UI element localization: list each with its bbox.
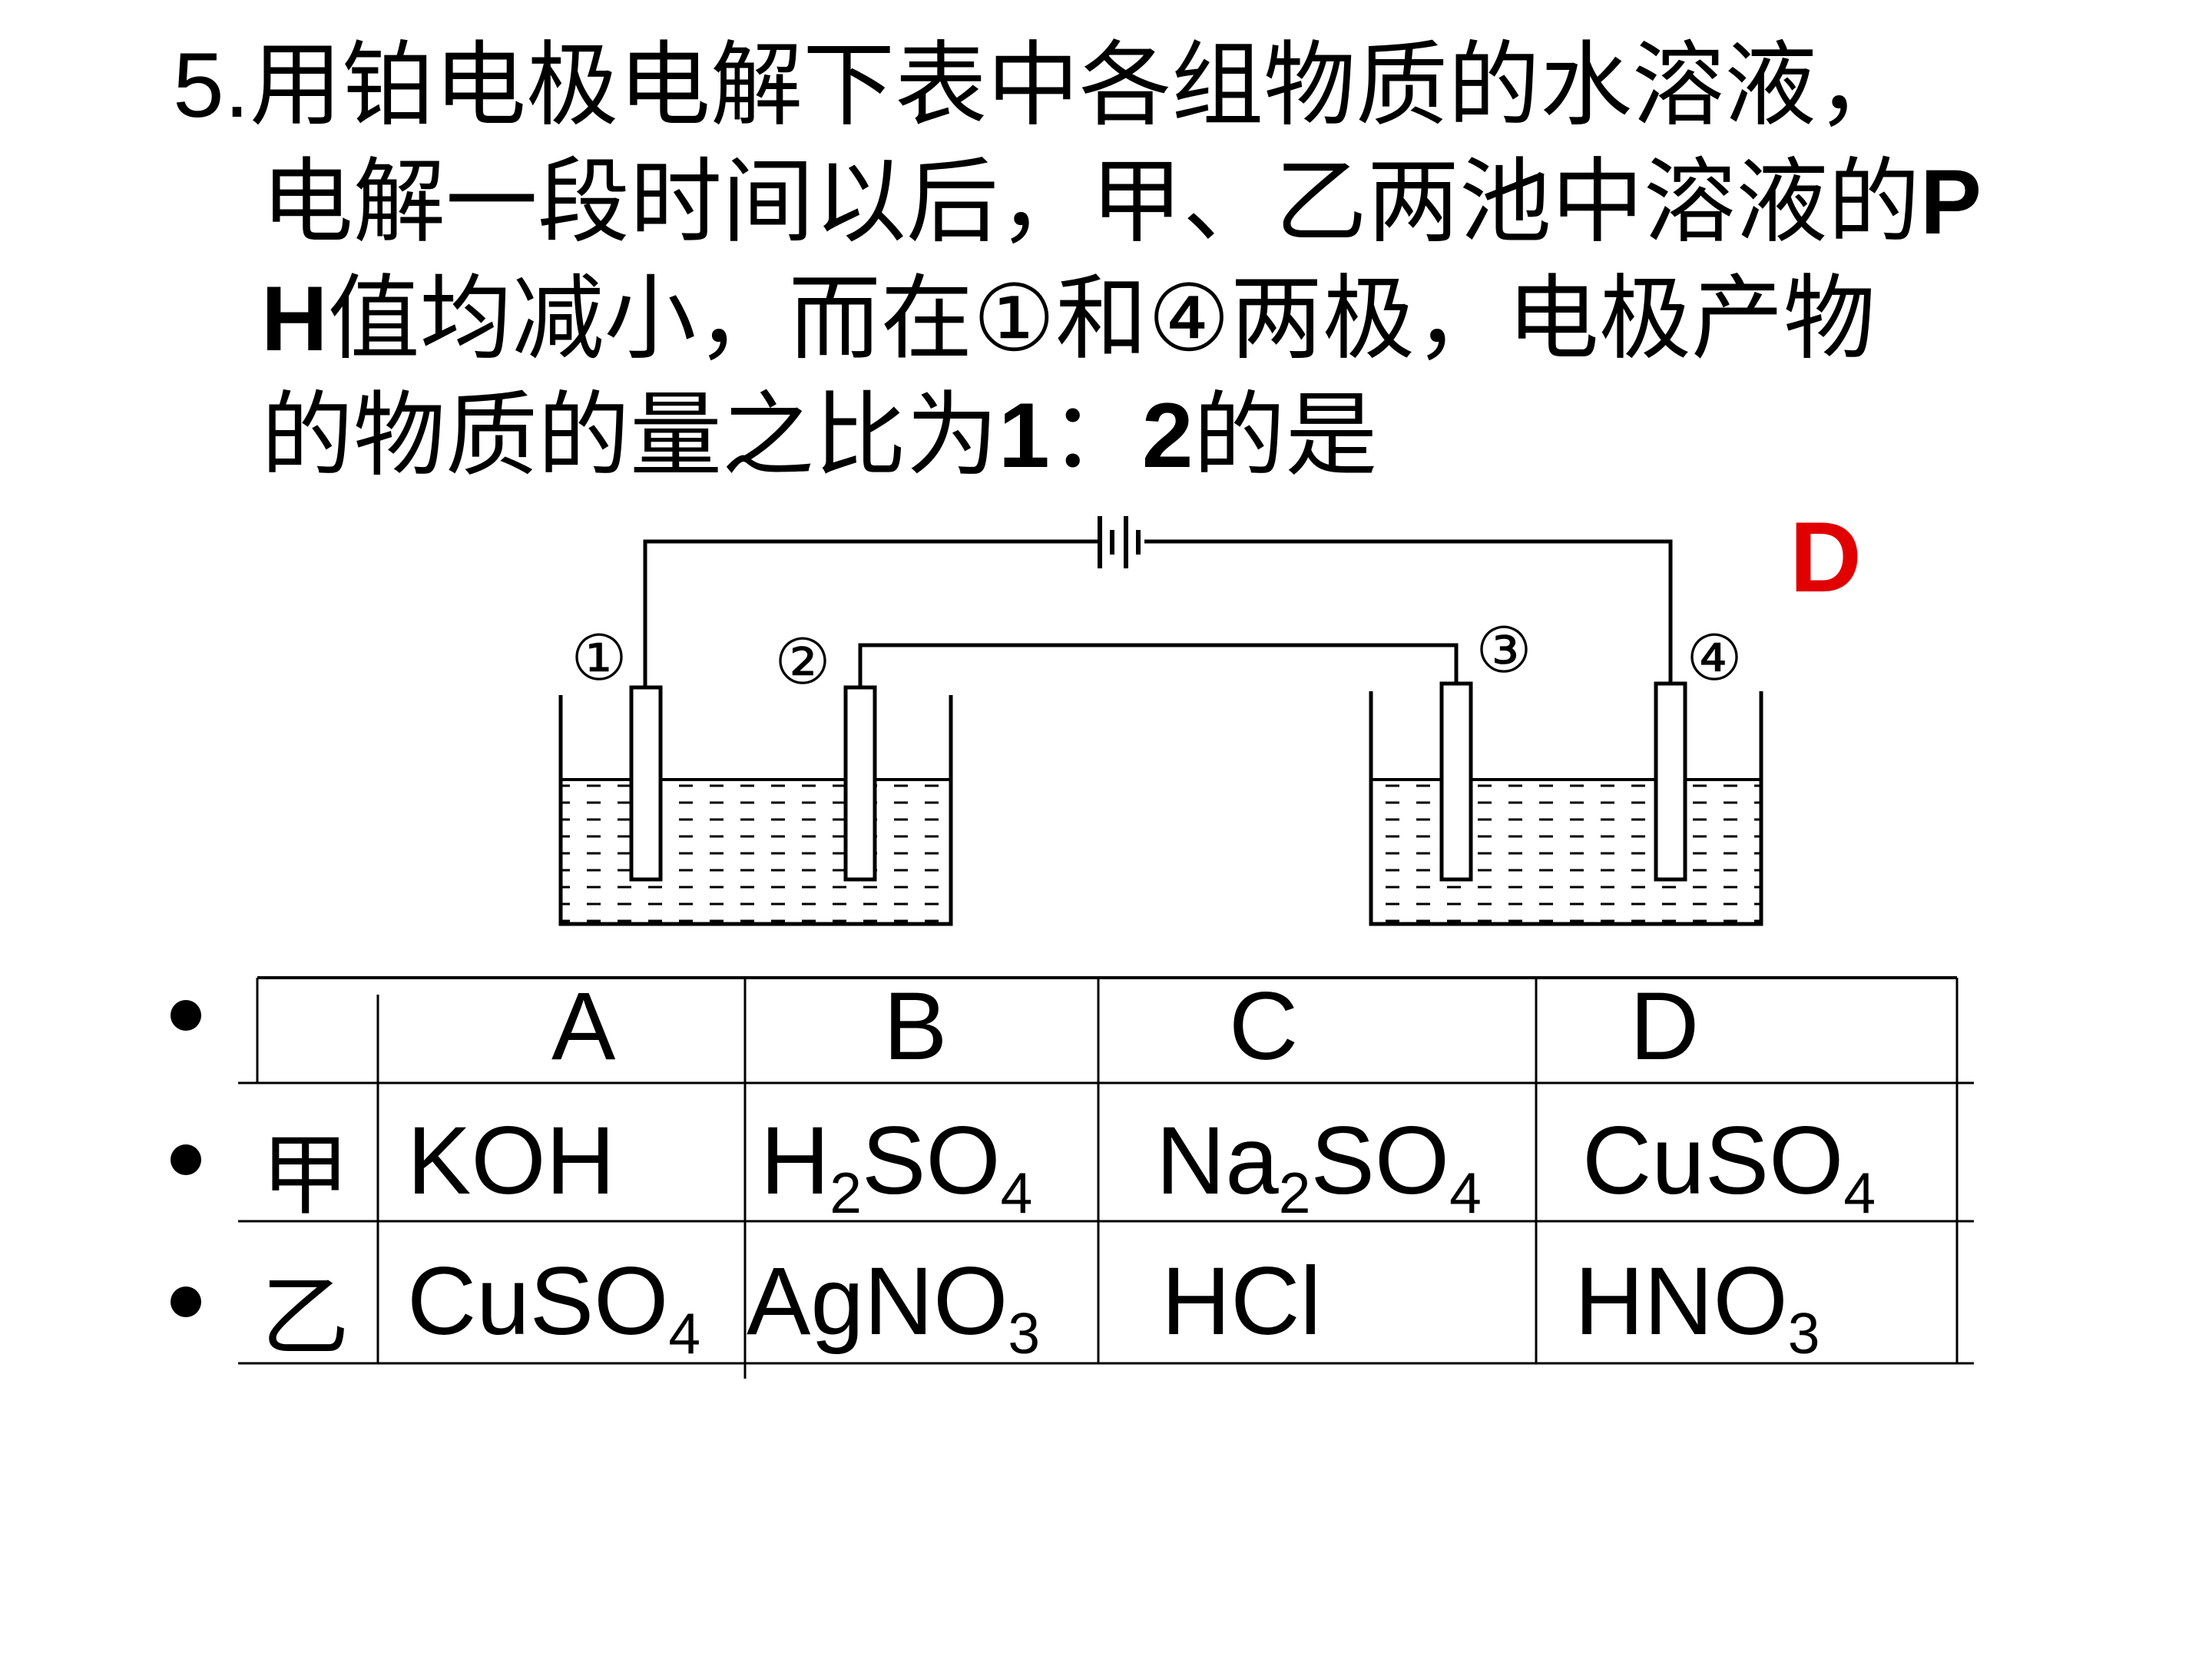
cell-left (558, 685, 953, 926)
header-c: C (1229, 973, 1299, 1080)
table-grid (238, 976, 1974, 1379)
electrode-4 (1654, 681, 1687, 882)
cell-jia-c: Na2SO4 (1156, 1108, 1482, 1225)
cell-jia-b: H2SO4 (760, 1108, 1033, 1225)
bullet-row-yi (171, 1286, 201, 1317)
question-line-4-text: 的物质的量之比为 (261, 382, 998, 489)
liquid-left (561, 780, 951, 924)
cell-yi-a: CuSO4 (407, 1248, 701, 1366)
header-a: A (551, 973, 616, 1080)
electrode-3 (1439, 681, 1473, 882)
question-line-3: H值均减小，而在①和④两极，电极产物 (261, 260, 1876, 378)
question-line-4: 的物质的量之比为1：2的是 (261, 377, 1378, 495)
question-line-1-text: 用铂电极电解下表中各组物质的水溶液， (250, 32, 1909, 139)
question-ph-p: P (1920, 151, 1982, 253)
question-line-2: 电解一段时间以后，甲、乙两池中溶液的P (261, 144, 1982, 261)
header-d: D (1630, 973, 1700, 1080)
electrode-label-1: ① (571, 622, 628, 695)
ratio-first: 1 (998, 384, 1050, 487)
question-number: 5. (173, 34, 250, 137)
question-ph-h: H (261, 267, 328, 370)
bullet-header (171, 1000, 201, 1031)
inner-circuit-wire (858, 643, 1459, 687)
row-label-yi: 乙 (261, 1266, 350, 1369)
cell-right (1369, 681, 1763, 926)
electrode-1 (629, 685, 663, 882)
answer-label: D (1790, 501, 1862, 613)
electrode-label-3: ③ (1475, 614, 1532, 687)
header-b: B (883, 973, 948, 1080)
ratio-second: 2 (1141, 384, 1194, 487)
question-line-1: 5.用铂电极电解下表中各组物质的水溶液， (173, 27, 1909, 144)
beaker-right (1369, 691, 1763, 926)
liquid-right (1371, 780, 1761, 924)
cell-yi-b: AgNO3 (747, 1248, 1041, 1366)
battery-icon (1098, 516, 1141, 568)
bullet-row-jia (171, 1144, 201, 1175)
electrode-label-2: ② (774, 626, 831, 699)
cell-jia-d: CuSO4 (1582, 1108, 1876, 1225)
question-line-4-end: 的是 (1193, 382, 1378, 489)
electrode-label-4: ④ (1686, 622, 1743, 695)
cell-yi-c: HCl (1161, 1248, 1322, 1355)
outer-circuit-wire (643, 539, 1673, 687)
question-line-2-text: 电解一段时间以后，甲、乙两池中溶液的 (261, 149, 1920, 256)
electrode-2 (843, 685, 877, 882)
ratio-colon: ： (1049, 382, 1142, 489)
row-label-jia: 甲 (261, 1124, 350, 1227)
question-line-3-text: 值均减小，而在①和④两极，电极产物 (327, 266, 1876, 373)
cell-yi-d: HNO3 (1575, 1248, 1820, 1366)
cell-jia-a: KOH (407, 1108, 615, 1214)
beaker-left (558, 695, 953, 926)
